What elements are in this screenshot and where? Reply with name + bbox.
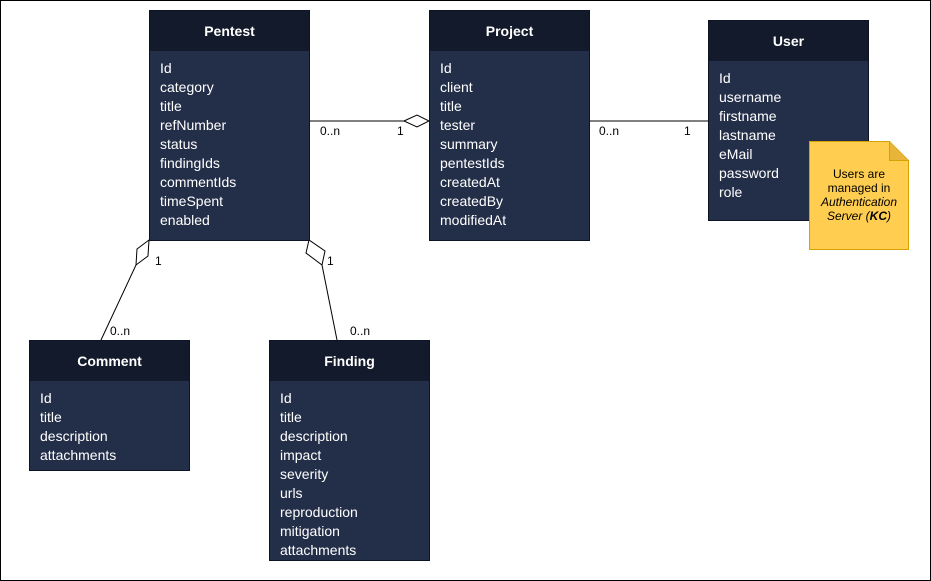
field: client bbox=[440, 79, 473, 95]
pentest-comment-connector bbox=[100, 264, 137, 341]
field: password bbox=[719, 165, 779, 181]
entity-title: User bbox=[709, 21, 868, 61]
field: title bbox=[280, 409, 302, 425]
multiplicity-label: 1 bbox=[684, 124, 691, 138]
field: createdAt bbox=[440, 174, 500, 190]
field: pentestIds bbox=[440, 155, 505, 171]
field: firstname bbox=[719, 108, 777, 124]
field-list: Id title description attachments bbox=[30, 381, 189, 465]
field: Id bbox=[440, 60, 452, 76]
field: Id bbox=[40, 390, 52, 406]
field: Id bbox=[160, 60, 172, 76]
field: findingIds bbox=[160, 155, 220, 171]
note-text: Users are managed in Authentication Serv… bbox=[815, 167, 903, 223]
pentest-finding-connector bbox=[321, 264, 338, 341]
field: refNumber bbox=[160, 117, 227, 133]
project-entity[interactable]: Project Id client title tester summary p… bbox=[429, 10, 590, 241]
note-line: Users are bbox=[832, 167, 885, 181]
field: attachments bbox=[280, 542, 357, 558]
multiplicity-label: 1 bbox=[397, 124, 404, 138]
note-text-part: Server ( bbox=[826, 209, 870, 223]
entity-title: Project bbox=[430, 11, 589, 51]
field: commentIds bbox=[160, 174, 237, 190]
authentication-note[interactable]: Users are managed in Authentication Serv… bbox=[809, 141, 909, 250]
field-list: Id username firstname lastname eMail pas… bbox=[709, 61, 868, 202]
field: urls bbox=[280, 485, 303, 501]
field: category bbox=[160, 79, 214, 95]
comment-entity[interactable]: Comment Id title description attachments bbox=[29, 340, 190, 471]
pentest-entity[interactable]: Pentest Id category title refNumber stat… bbox=[149, 10, 310, 241]
field: mitigation bbox=[280, 523, 340, 539]
note-shape bbox=[809, 141, 909, 250]
multiplicity-label: 0..n bbox=[110, 324, 131, 338]
field: timeSpent bbox=[160, 193, 224, 209]
pentest-comment-aggregation-diamond bbox=[135, 238, 150, 267]
field: eMail bbox=[719, 146, 753, 162]
field: Id bbox=[719, 70, 731, 86]
field: description bbox=[40, 428, 108, 444]
field: enabled bbox=[160, 212, 210, 228]
field: description bbox=[280, 428, 348, 444]
pentest-finding-aggregation-diamond bbox=[305, 239, 326, 266]
field: createdBy bbox=[440, 193, 504, 209]
pentest-project-aggregation-diamond bbox=[402, 114, 431, 128]
entity-title: Comment bbox=[30, 341, 189, 381]
field: severity bbox=[280, 466, 329, 482]
multiplicity-label: 0..n bbox=[350, 324, 371, 338]
field: reproduction bbox=[280, 504, 358, 520]
note-line: Authentication bbox=[820, 195, 898, 209]
field: username bbox=[719, 89, 782, 105]
finding-entity[interactable]: Finding Id title description impact seve… bbox=[269, 340, 430, 561]
field: modifiedAt bbox=[440, 212, 507, 228]
multiplicity-label: 0..n bbox=[320, 124, 341, 138]
multiplicity-label: 0..n bbox=[599, 124, 620, 138]
note-text-part: ) bbox=[887, 209, 892, 223]
field: status bbox=[160, 136, 198, 152]
field: attachments bbox=[40, 447, 117, 463]
field: lastname bbox=[719, 127, 776, 143]
field: summary bbox=[440, 136, 498, 152]
field-list: Id title description impact severity url… bbox=[270, 381, 429, 560]
field: Id bbox=[280, 390, 292, 406]
user-entity[interactable]: User Id username firstname lastname eMai… bbox=[708, 20, 869, 221]
field-list: Id client title tester summary pentestId… bbox=[430, 51, 589, 230]
entity-title: Finding bbox=[270, 341, 429, 381]
field: role bbox=[719, 184, 743, 200]
field: impact bbox=[280, 447, 322, 463]
multiplicity-label: 1 bbox=[327, 254, 334, 268]
note-line: managed in bbox=[827, 181, 891, 195]
field: title bbox=[160, 98, 182, 114]
field-list: Id category title refNumber status findi… bbox=[150, 51, 309, 230]
note-line: Server (KC) bbox=[815, 209, 903, 223]
field: tester bbox=[440, 117, 476, 133]
field: title bbox=[40, 409, 62, 425]
multiplicity-label: 1 bbox=[155, 254, 162, 268]
entity-title: Pentest bbox=[150, 11, 309, 51]
note-text-bold: KC bbox=[869, 209, 888, 223]
field: title bbox=[440, 98, 462, 114]
